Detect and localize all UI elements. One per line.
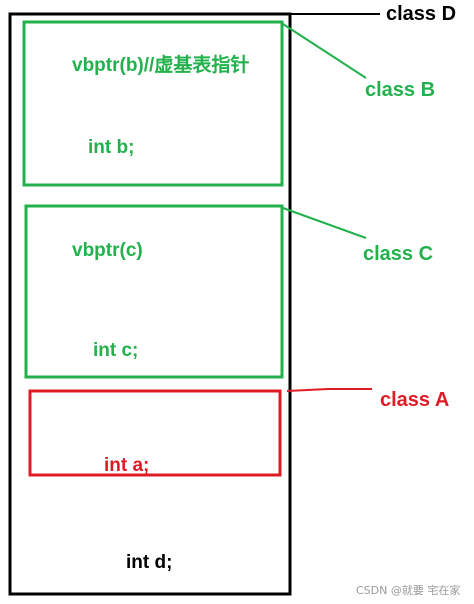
class-a-box bbox=[28, 389, 282, 477]
class-b-vbptr: vbptr(b)//虚基表指针 bbox=[72, 55, 250, 76]
class-d-box bbox=[8, 12, 292, 596]
watermark-text: CSDN @就要 宅在家 bbox=[356, 584, 461, 597]
class-c-vbptr: vbptr(c) bbox=[72, 240, 143, 261]
class-c-pointer-line bbox=[282, 207, 367, 239]
class-d-member: int d; bbox=[126, 552, 173, 573]
class-d-label: class D bbox=[386, 3, 457, 25]
class-c-box bbox=[24, 204, 284, 379]
class-b-pointer-line bbox=[282, 23, 367, 79]
class-a-member: int a; bbox=[104, 455, 150, 476]
class-c-member: int c; bbox=[93, 340, 139, 361]
class-b-member: int b; bbox=[88, 137, 135, 158]
class-a-pointer-line bbox=[286, 388, 372, 392]
class-b-label: class B bbox=[365, 79, 436, 101]
class-b-box bbox=[22, 20, 284, 187]
class-c-label: class C bbox=[363, 243, 434, 265]
class-a-label: class A bbox=[380, 389, 450, 411]
